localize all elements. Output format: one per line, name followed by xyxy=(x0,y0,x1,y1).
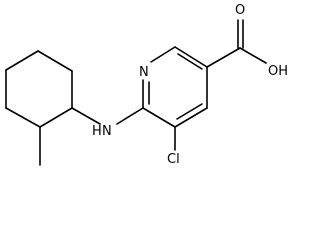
hydroxyl-label: OH xyxy=(268,64,288,79)
carboxylic-acid xyxy=(206,19,267,68)
amine-hydrogen-label: H xyxy=(92,124,102,139)
bond-c6-c5-inner xyxy=(177,53,203,70)
ring-nitrogen-label: N xyxy=(139,65,149,80)
cyclohexane-ring xyxy=(5,50,73,166)
bond-c4-c3 xyxy=(174,107,208,128)
bond-c3-c2 xyxy=(142,107,176,128)
molecule-diagram: N H N Cl OH O xyxy=(5,3,288,167)
bond-c-oh xyxy=(239,47,267,64)
amine-nitrogen-label: N xyxy=(102,124,112,139)
carbonyl-oxygen-label: O xyxy=(235,3,245,18)
bond-c4-c3-inner xyxy=(176,103,203,120)
bond-cy-nh xyxy=(71,107,101,125)
bond-cy-4 xyxy=(5,107,41,128)
bond-nh-pyr xyxy=(116,107,144,125)
bond-cy-3 xyxy=(39,107,73,128)
bond-c6-c5 xyxy=(174,46,208,68)
pyridine-ring xyxy=(142,46,208,151)
bond-n1-c6 xyxy=(150,46,176,63)
chlorine-label: Cl xyxy=(167,152,180,167)
bond-cy-1 xyxy=(37,50,73,72)
bond-cy-6 xyxy=(5,50,39,71)
bond-c5-cooh xyxy=(206,47,241,68)
